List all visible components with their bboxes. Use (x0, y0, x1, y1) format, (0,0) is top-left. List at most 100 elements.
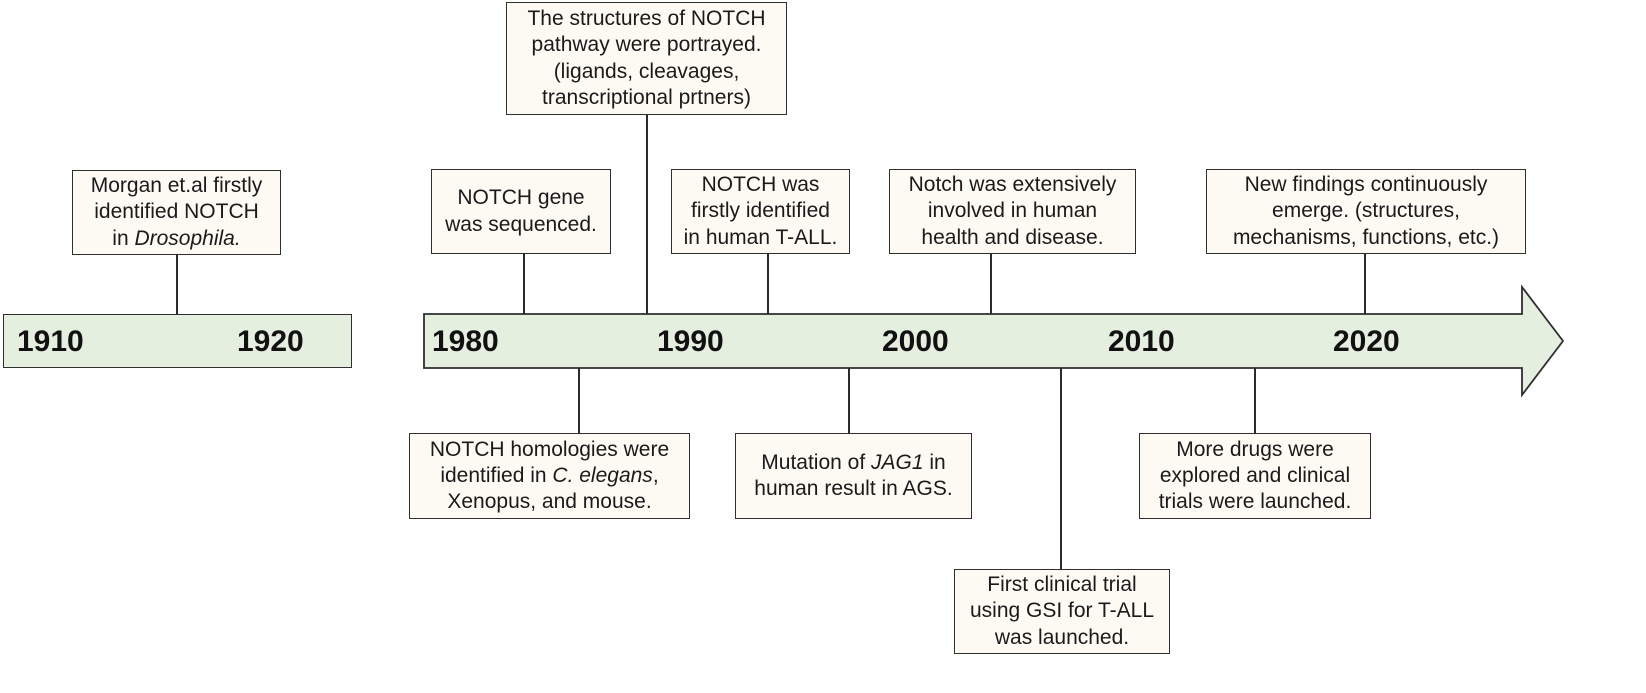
text-segment: using GSI for T-ALL (969, 599, 1155, 623)
text-segment: New findings continuously (1244, 173, 1488, 197)
text-segment: health and disease. (921, 225, 1104, 249)
event-text-line: mechanisms, functions, etc.) (1233, 225, 1499, 251)
italic-term: Drosophila. (134, 226, 241, 250)
year-label-1980: 1980 (432, 325, 499, 358)
text-segment: firstly identified (691, 199, 830, 223)
year-label-1910: 1910 (17, 325, 84, 358)
event-text-line: was launched. (970, 625, 1154, 651)
text-segment: The structures of NOTCH (527, 7, 766, 31)
text-segment: was sequenced. (445, 212, 597, 236)
text-segment: human result in AGS. (754, 477, 953, 500)
event-text-line: health and disease. (909, 225, 1117, 251)
event-text-line: NOTCH was (684, 172, 838, 198)
text-segment: More drugs were (1176, 437, 1334, 461)
text-segment: Notch was extensively (908, 173, 1117, 197)
event-text-line: in human T-ALL. (684, 225, 838, 251)
connector-structures (646, 114, 648, 314)
text-segment: Mutation of (761, 450, 871, 474)
event-text-line: using GSI for T-ALL (970, 598, 1154, 624)
event-text-line: transcriptional prtners) (527, 85, 765, 111)
text-segment: explored and clinical (1159, 463, 1351, 487)
connector-sequenced (523, 253, 525, 314)
connector-gsi (1060, 368, 1062, 570)
event-text-line: New findings continuously (1233, 172, 1499, 198)
event-text-line: identified NOTCH (91, 199, 263, 225)
text-segment: NOTCH homologies were (429, 437, 670, 461)
text-segment: NOTCH gene (457, 186, 585, 210)
text-segment: identified in (440, 463, 553, 487)
connector-morgan (176, 254, 178, 314)
text-segment: in (112, 226, 135, 250)
event-text-line: Morgan et.al firstly (91, 173, 263, 199)
timeline-bar-early (3, 314, 352, 368)
connector-jag1 (848, 368, 850, 434)
connector-drugs (1254, 368, 1256, 434)
event-text-line: Mutation of JAG1 in (754, 450, 952, 476)
event-text-line: firstly identified (684, 198, 838, 224)
event-text-line: First clinical trial (970, 572, 1154, 598)
event-text-line: pathway were portrayed. (527, 32, 765, 58)
event-text-line: The structures of NOTCH (527, 6, 765, 32)
text-segment: First clinical (987, 573, 1097, 597)
event-text-line: Xenopus, and mouse. (430, 489, 669, 515)
text-segment: mechanisms, functions, etc.) (1232, 225, 1500, 249)
event-text-line: emerge. (structures, (1233, 198, 1499, 224)
text-segment: Morgan et.al firstly (90, 174, 263, 198)
connector-health (990, 253, 992, 314)
connector-homologies (578, 368, 580, 434)
event-text-line: was sequenced. (445, 212, 597, 238)
year-label-2000: 2000 (882, 325, 949, 358)
text-segment: pathway were portrayed. (531, 33, 762, 57)
italic-term: C. elegans (552, 463, 653, 487)
event-text-line: trials were launched. (1159, 489, 1352, 515)
year-label-1920: 1920 (237, 325, 304, 358)
event-text-line: identified in C. elegans, (430, 463, 669, 489)
italic-term: JAG1 (871, 450, 924, 474)
event-text-line: explored and clinical (1159, 463, 1352, 489)
text-segment: emerge. (structures, (1272, 199, 1460, 223)
text-segment: transcriptional prtners) (542, 85, 751, 109)
text-segment: , (652, 463, 659, 487)
text-segment: Xenopus, and mouse. (447, 490, 652, 514)
text-segment: trials were launched. (1158, 490, 1352, 514)
year-label-1990: 1990 (657, 325, 724, 358)
event-text-line: in Drosophila. (91, 226, 263, 252)
connector-findings (1364, 253, 1366, 314)
text-segment: in (923, 450, 946, 474)
connector-tall (767, 253, 769, 314)
event-text-line: Notch was extensively (909, 172, 1117, 198)
text-segment: involved in human (927, 199, 1098, 223)
text-segment: trial (1102, 573, 1137, 597)
text-segment: (ligands, cleavages, (553, 59, 740, 83)
text-segment: in human T-ALL. (683, 225, 838, 249)
event-text-line: NOTCH gene (445, 185, 597, 211)
event-text-line: NOTCH homologies were (430, 437, 669, 463)
event-text-line: involved in human (909, 198, 1117, 224)
text-segment: was launched. (994, 625, 1130, 649)
event-text-line: human result in AGS. (754, 476, 952, 502)
text-segment: identified NOTCH (94, 200, 259, 224)
event-text-line: More drugs were (1159, 437, 1352, 463)
year-label-2010: 2010 (1108, 325, 1175, 358)
text-segment: NOTCH was (701, 173, 820, 197)
year-label-2020: 2020 (1333, 325, 1400, 358)
